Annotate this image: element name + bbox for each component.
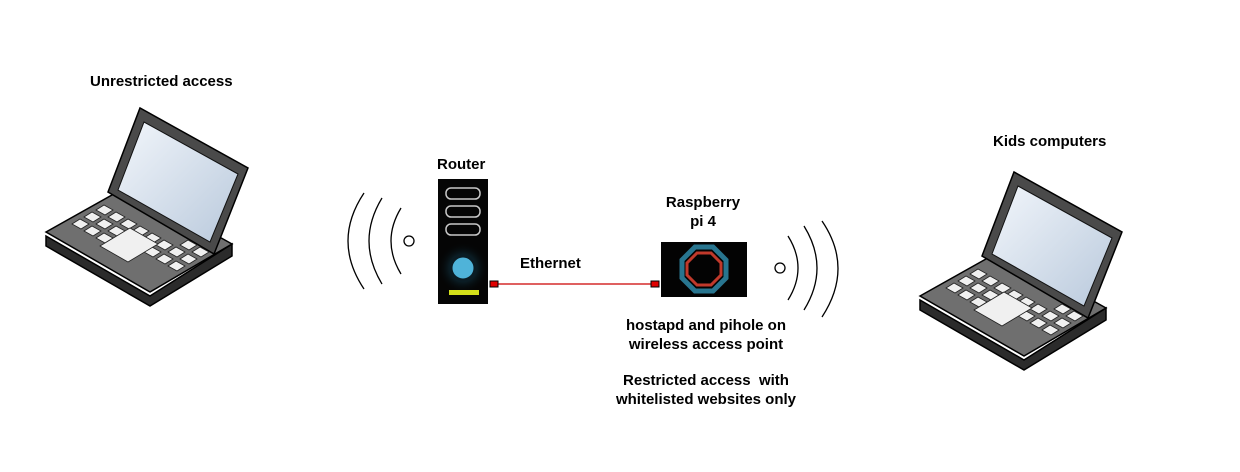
raspberry-label-line2: pi 4 <box>690 213 716 230</box>
laptop-icon <box>45 107 249 307</box>
laptop-icon <box>919 171 1123 371</box>
raspberry-pi-icon <box>661 242 747 297</box>
restricted-line1: Restricted access with <box>623 372 789 389</box>
ethernet-cable <box>489 280 660 288</box>
ethernet-label: Ethernet <box>520 255 581 272</box>
wifi-signal-icon <box>774 220 839 318</box>
unrestricted-access-label: Unrestricted access <box>90 73 233 90</box>
hostapd-pihole-label: hostapd and pihole on wireless access po… <box>596 316 816 354</box>
wifi-signal-icon <box>347 192 415 290</box>
kids-computers-label: Kids computers <box>993 133 1107 150</box>
router-icon <box>437 179 489 304</box>
hostapd-line1: hostapd and pihole on <box>626 317 786 334</box>
restricted-access-label: Restricted access with whitelisted websi… <box>586 371 826 409</box>
router-label: Router <box>437 156 486 173</box>
raspberry-label-line1: Raspberry <box>665 194 741 211</box>
hostapd-line2: wireless access point <box>628 336 784 353</box>
restricted-line2: whitelisted websites only <box>615 391 797 408</box>
raspberry-pi-label: Raspberry pi 4 <box>653 193 753 231</box>
